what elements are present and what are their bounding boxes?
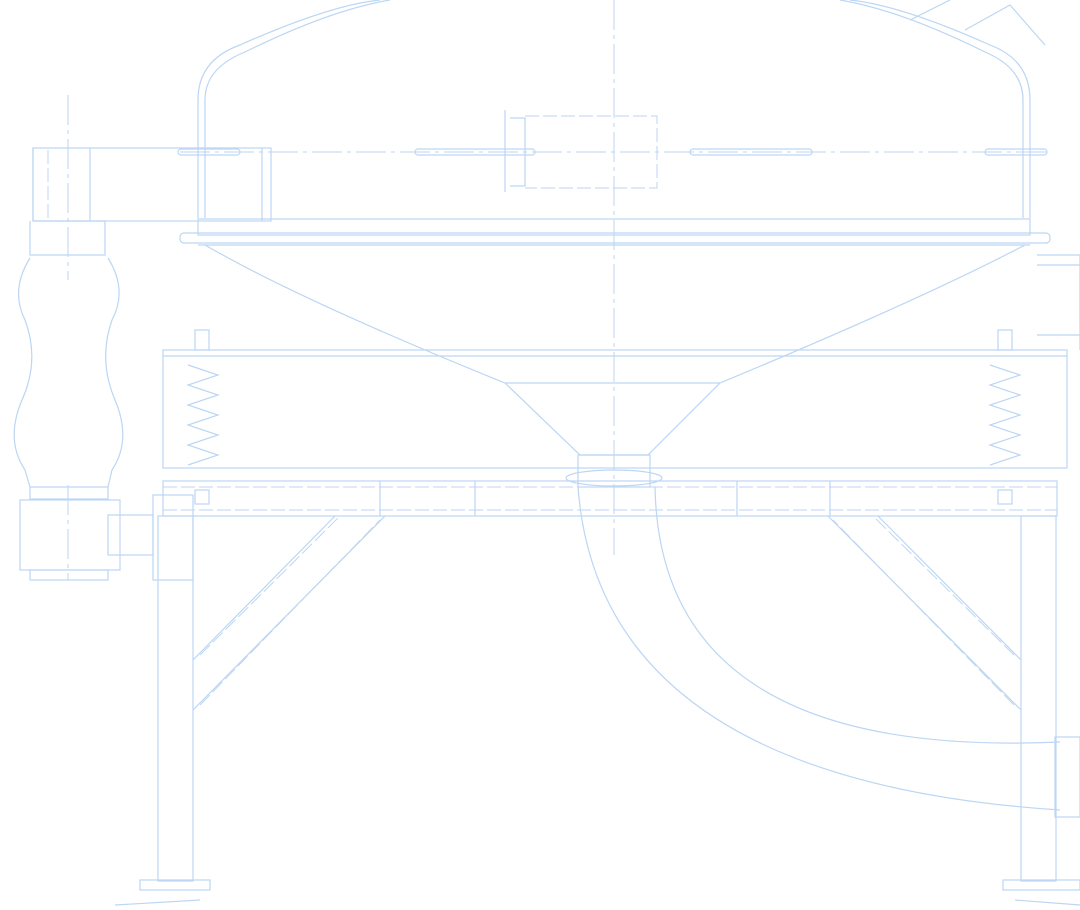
springs (186, 329, 1022, 505)
inlet-duct (29, 147, 272, 256)
discharge-pipe (577, 486, 1080, 818)
flexible-bellows (13, 257, 194, 581)
support-frame (162, 254, 1080, 517)
tank-dome (197, 0, 1046, 218)
top-flange (179, 218, 1051, 246)
cone-hopper (204, 244, 1026, 488)
centerlines (67, 0, 1048, 580)
legs-and-braces (114, 515, 1080, 906)
inner-rods (177, 110, 1048, 192)
